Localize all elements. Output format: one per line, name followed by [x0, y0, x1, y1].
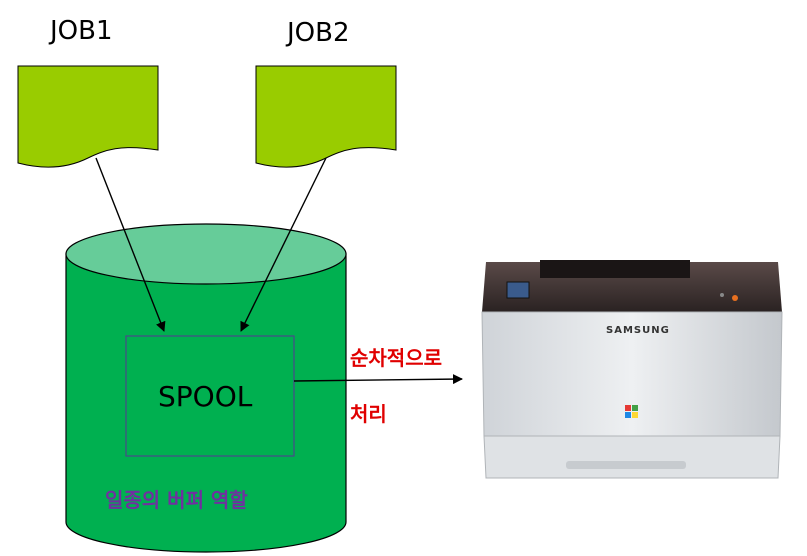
- printer-display: [506, 281, 530, 299]
- job1-label: JOB1: [50, 16, 113, 46]
- buffer-role-label: 일종의 버퍼 역할: [105, 488, 248, 512]
- sequential-label: 순차적으로: [350, 346, 442, 370]
- printer-status-light: [732, 295, 738, 301]
- job2-arrow: [240, 157, 327, 332]
- tray-handle: [566, 461, 686, 469]
- paper-output-slot: [540, 260, 690, 278]
- printer-brand-label: SAMSUNG: [606, 325, 670, 336]
- job2-document-shape: [255, 65, 397, 168]
- spool-box: [125, 335, 295, 457]
- job1-document-shape: [17, 65, 159, 168]
- process-label: 처리: [350, 402, 387, 426]
- printer-illustration: [481, 260, 783, 479]
- printer-button: [720, 293, 724, 297]
- cylinder-top: [65, 223, 347, 285]
- color-logo-icon: [625, 405, 638, 418]
- spool-cylinder: [65, 223, 347, 553]
- paper-tray: [483, 435, 781, 479]
- job2-label: JOB2: [287, 18, 350, 48]
- spool-label: SPOOL: [158, 380, 253, 413]
- spool-to-printer-arrow: [293, 374, 463, 385]
- job1-arrow: [95, 157, 166, 332]
- cylinder-body: [65, 253, 347, 553]
